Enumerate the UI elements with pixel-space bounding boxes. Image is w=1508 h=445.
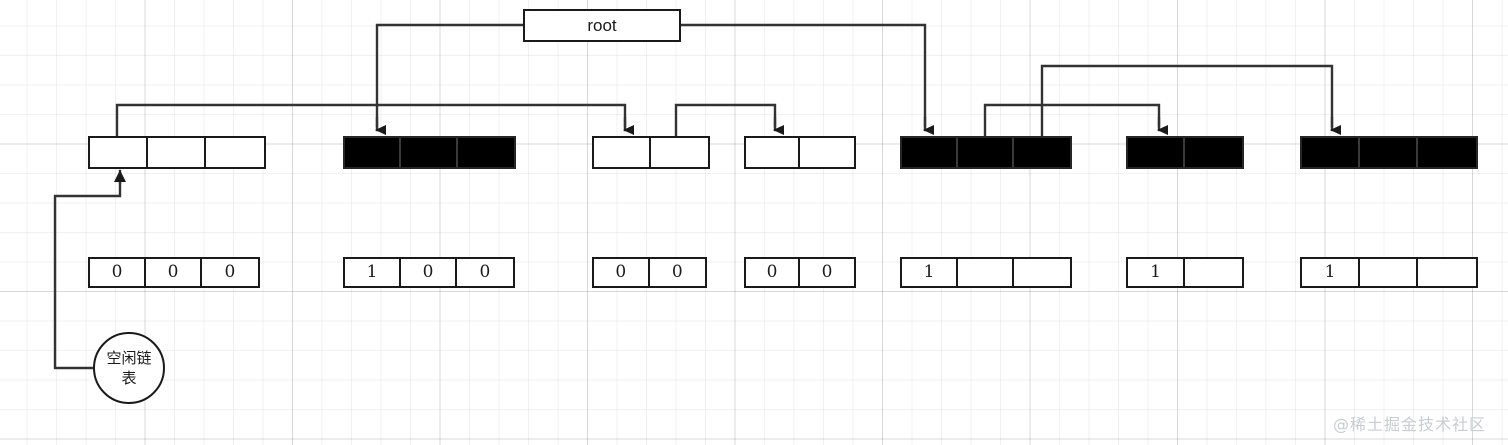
free-list-label: 空闲链表 [106, 348, 152, 387]
watermark: @稀土掘金技术社区 [1332, 415, 1486, 434]
node-cell[interactable] [1014, 138, 1070, 167]
memory-node-7[interactable] [1300, 136, 1478, 169]
memory-node-5[interactable] [900, 136, 1072, 169]
free-list-node[interactable]: 空闲链表 [93, 332, 165, 404]
value-cell: 0 [671, 262, 683, 282]
edge-root-to-node2 [375, 23, 525, 135]
node-cell[interactable] [651, 138, 708, 167]
root-node[interactable]: root [523, 9, 681, 42]
memory-node-6[interactable] [1126, 136, 1244, 169]
memory-node-3[interactable] [592, 136, 710, 169]
node-cell[interactable] [1302, 138, 1360, 167]
value-cell: 0 [224, 262, 236, 282]
node-cell[interactable] [594, 138, 651, 167]
value-cell: 1 [1302, 259, 1360, 286]
edge-root-to-node5 [679, 23, 934, 135]
value-cell: 0 [146, 259, 202, 286]
value-cell: 0 [401, 259, 457, 286]
node-cell[interactable] [902, 138, 958, 167]
node-cell[interactable] [345, 138, 402, 167]
value-cell: 1 [345, 259, 401, 286]
value-row-1: 0 0 0 [88, 257, 260, 288]
value-cell: 1 [902, 259, 958, 286]
node-cell[interactable] [206, 138, 264, 167]
node-cell[interactable] [1128, 138, 1185, 167]
value-cell: 0 [90, 259, 146, 286]
value-row-3: 0 0 [592, 257, 707, 288]
node-cell[interactable] [1418, 138, 1476, 167]
node-cell[interactable] [746, 138, 800, 167]
value-cell: 0 [594, 259, 650, 286]
value-cell [1418, 259, 1476, 286]
value-cell [1185, 259, 1242, 286]
value-row-4: 0 0 [744, 257, 856, 288]
node-cell[interactable] [1185, 138, 1242, 167]
node-cell[interactable] [401, 138, 458, 167]
edge-node5-to-node6 [983, 103, 1168, 138]
node-cell[interactable] [958, 138, 1014, 167]
memory-node-2[interactable] [343, 136, 516, 169]
node-cell[interactable] [458, 138, 514, 167]
value-cell: 0 [479, 262, 491, 282]
edge-node3-to-node4 [674, 103, 784, 138]
value-cell [958, 259, 1014, 286]
value-row-5: 1 [900, 257, 1072, 288]
value-cell: 1 [1128, 259, 1185, 286]
value-cell: 0 [746, 259, 800, 286]
node-cell[interactable] [800, 138, 854, 167]
value-cell [1360, 259, 1418, 286]
node-cell[interactable] [148, 138, 206, 167]
value-row-6: 1 [1126, 257, 1244, 288]
edge-node5-to-node7 [1040, 64, 1341, 138]
root-label: root [587, 15, 617, 35]
node-cell[interactable] [1360, 138, 1418, 167]
memory-node-1[interactable] [88, 136, 266, 169]
value-cell [1014, 259, 1070, 286]
value-row-7: 1 [1300, 257, 1478, 288]
value-row-2: 1 0 0 [343, 257, 515, 288]
edge-node1-to-node3 [115, 103, 634, 138]
value-cell: 0 [821, 262, 833, 282]
node-cell[interactable] [90, 138, 148, 167]
memory-node-4[interactable] [744, 136, 856, 169]
